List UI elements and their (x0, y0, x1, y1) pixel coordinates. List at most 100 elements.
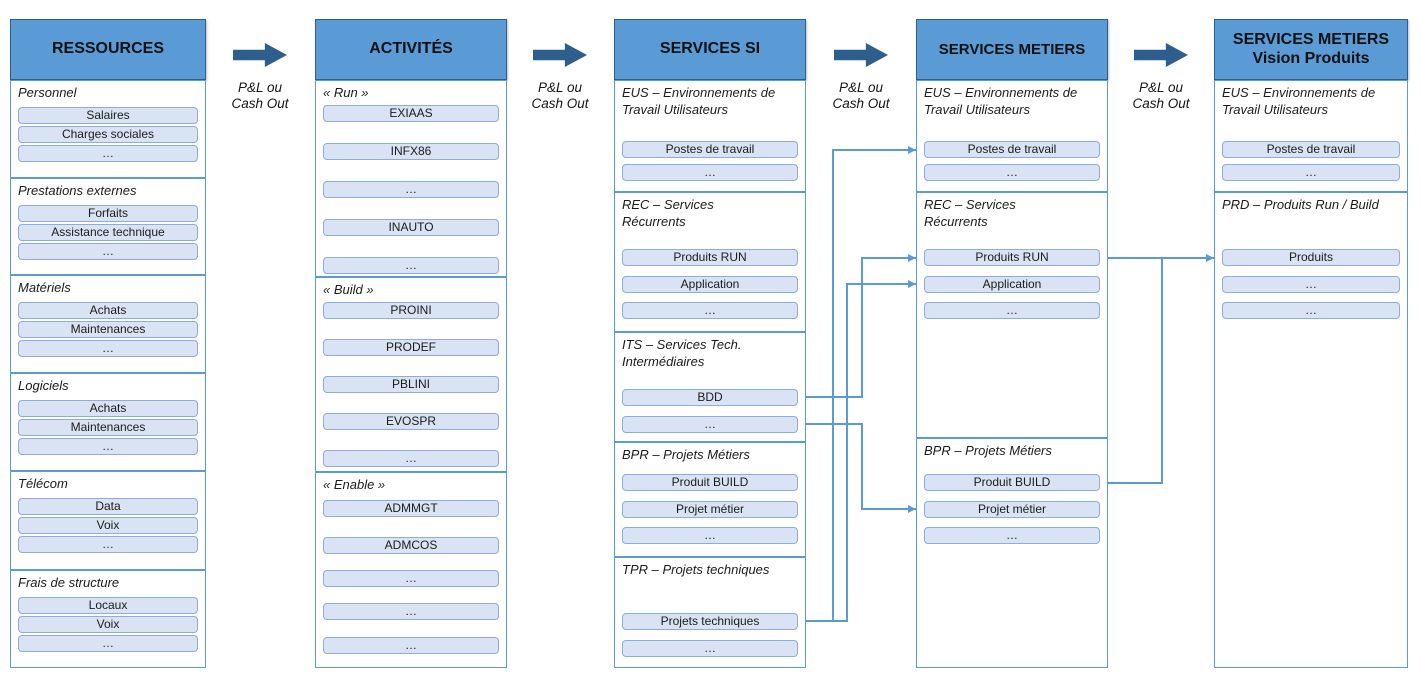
item-box-produits-run: Produits RUN (924, 248, 1100, 266)
item-box-label: INFX86 (390, 144, 432, 158)
item-box-label: Application (982, 277, 1042, 291)
item-box-voix: Voix (18, 615, 198, 633)
connector-line (799, 146, 916, 622)
item-box-label: Postes de travail (665, 142, 755, 156)
item-box-label: … (1305, 277, 1317, 291)
item-box-label: Achats (89, 401, 127, 415)
flow-arrow-icon (834, 43, 888, 67)
item-box-label: Produits (1288, 250, 1334, 264)
item-box-label: Projet métier (675, 502, 745, 516)
section-label: EUS – Environnements de Travail Utilisat… (924, 85, 1078, 117)
flow-arrow-icon (1134, 43, 1188, 67)
item-box-more: … (18, 535, 198, 553)
item-box-more: … (924, 163, 1100, 181)
item-box-label: … (405, 604, 417, 618)
connector-line (799, 280, 916, 622)
item-box-label: … (405, 451, 417, 465)
section-eus-environnements-de-travail-utilisateu: EUS – Environnements de Travail Utilisat… (1214, 80, 1408, 192)
item-box-label: Charges sociales (61, 127, 155, 141)
item-box-label: … (704, 165, 716, 179)
item-box-projets-techniques: Projets techniques (622, 612, 798, 630)
item-box-evospr: EVOSPR (323, 412, 499, 430)
section-label: Télécom (18, 476, 68, 491)
item-box-label: … (102, 146, 114, 160)
item-box-label: BDD (697, 390, 723, 404)
column-title: ACTIVITÉS (369, 40, 453, 58)
connector-line (799, 423, 916, 513)
item-box-label: Produits RUN (673, 250, 747, 264)
item-box-pblini: PBLINI (323, 375, 499, 393)
item-box-label: PROINI (390, 303, 432, 317)
item-box-achats: Achats (18, 399, 198, 417)
item-box-label: … (1006, 165, 1018, 179)
flow-arrow-label: P&L ou Cash Out (531, 80, 589, 111)
item-box-label: Voix (96, 617, 120, 631)
item-box-label: … (704, 528, 716, 542)
item-box-label: … (102, 636, 114, 650)
item-box-label: Maintenances (70, 322, 146, 336)
item-box-label: … (704, 303, 716, 317)
item-box-assistance-technique: Assistance technique (18, 223, 198, 241)
connector-line (1101, 258, 1163, 484)
section-label: « Enable » (323, 477, 386, 492)
column-title: SERVICES METIERS Vision Produits (1232, 31, 1390, 67)
item-box-more: … (323, 602, 499, 620)
item-box-more: … (622, 163, 798, 181)
flow-arrow-label: P&L ou Cash Out (231, 80, 289, 111)
item-box-infx86: INFX86 (323, 142, 499, 160)
item-box-projet-metier: Projet métier (622, 500, 798, 518)
column-header: ACTIVITÉS (315, 19, 507, 80)
item-box-more: … (622, 301, 798, 319)
column-title: SERVICES SI (659, 40, 761, 58)
item-box-label: Maintenances (70, 420, 146, 434)
item-box-achats: Achats (18, 301, 198, 319)
item-box-postes-de-travail: Postes de travail (622, 140, 798, 158)
connector-line (799, 254, 916, 398)
column-header: SERVICES METIERS (916, 19, 1108, 80)
item-box-label: … (102, 537, 114, 551)
column-header: SERVICES METIERS Vision Produits (1214, 19, 1408, 80)
section-label: « Build » (323, 282, 374, 297)
item-box-produits: Produits (1222, 248, 1400, 266)
flow-arrow-icon (533, 43, 587, 67)
column-services-metiers: SERVICES METIERS EUS – Environnements de … (916, 0, 1108, 696)
item-box-more: … (323, 569, 499, 587)
item-box-label: … (102, 439, 114, 453)
section-label: ITS – Services Tech. Intermédiaires (622, 337, 742, 369)
item-box-exiaas: EXIAAS (323, 104, 499, 122)
item-box-label: … (1006, 303, 1018, 317)
item-box-label: Projets techniques (660, 614, 760, 628)
item-box-more: … (1222, 163, 1400, 181)
column-title: RESSOURCES (51, 40, 165, 58)
section-label: REC – Services Récurrents (622, 197, 714, 229)
flow-arrow-label: P&L ou Cash Out (1132, 80, 1190, 111)
item-box-label: Produits RUN (975, 250, 1049, 264)
section-label: BPR – Projets Métiers (924, 443, 1052, 458)
item-box-more: … (622, 639, 798, 657)
item-box-prodef: PRODEF (323, 338, 499, 356)
item-box-more: … (622, 415, 798, 433)
item-box-label: PRODEF (385, 340, 436, 354)
item-box-label: … (704, 641, 716, 655)
item-box-more: … (622, 526, 798, 544)
item-box-label: ADMMGT (384, 501, 438, 515)
item-box-maintenances: Maintenances (18, 418, 198, 436)
item-box-label: … (405, 182, 417, 196)
item-box-projet-metier: Projet métier (924, 500, 1100, 518)
item-box-label: ADMCOS (384, 538, 438, 552)
item-box-more: … (18, 634, 198, 652)
item-box-label: Locaux (88, 598, 128, 612)
item-box-label: Forfaits (87, 206, 128, 220)
item-box-more: … (924, 526, 1100, 544)
item-box-label: Produit BUILD (973, 475, 1051, 489)
